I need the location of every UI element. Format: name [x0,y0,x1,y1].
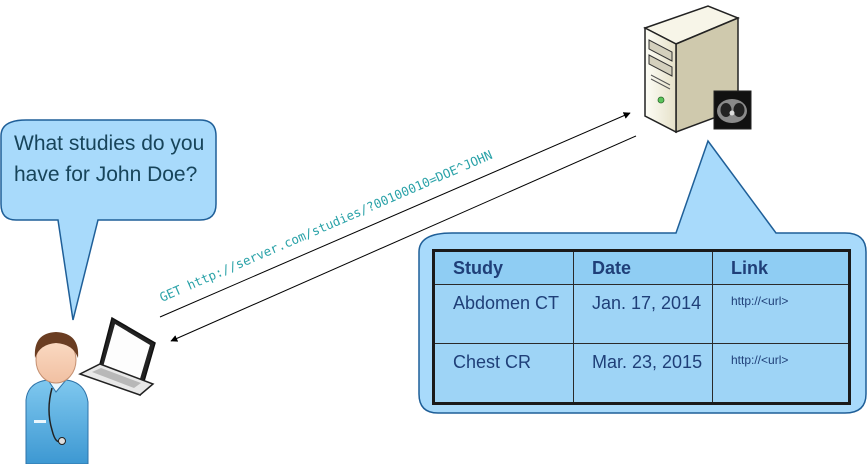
table-row: Chest CR Mar. 23, 2015 http://<url> [433,342,850,405]
header-date: Date [573,250,713,285]
studies-table: Study Date Link Abdomen CT Jan. 17, 2014… [432,249,851,405]
laptop-icon [78,316,156,397]
bubble-question-text: What studies do you have for John Doe? [14,132,205,186]
speech-bubble [0,119,217,321]
cell-date: Jan. 17, 2014 [573,284,713,344]
cell-link[interactable]: http://<url> [712,342,850,405]
table-header-row: Study Date Link [433,250,850,285]
cell-date: Mar. 23, 2015 [573,342,713,405]
doctor-user-icon [25,332,89,464]
ct-scan-thumbnail-icon [713,90,752,130]
cell-study: Chest CR [433,342,574,405]
request-arrow [159,112,631,318]
table-row: Abdomen CT Jan. 17, 2014 http://<url> [433,284,850,344]
response-arrow [170,135,637,342]
cell-study: Abdomen CT [433,284,574,344]
cell-link[interactable]: http://<url> [712,284,850,344]
header-link: Link [712,250,850,285]
header-study: Study [433,250,574,285]
